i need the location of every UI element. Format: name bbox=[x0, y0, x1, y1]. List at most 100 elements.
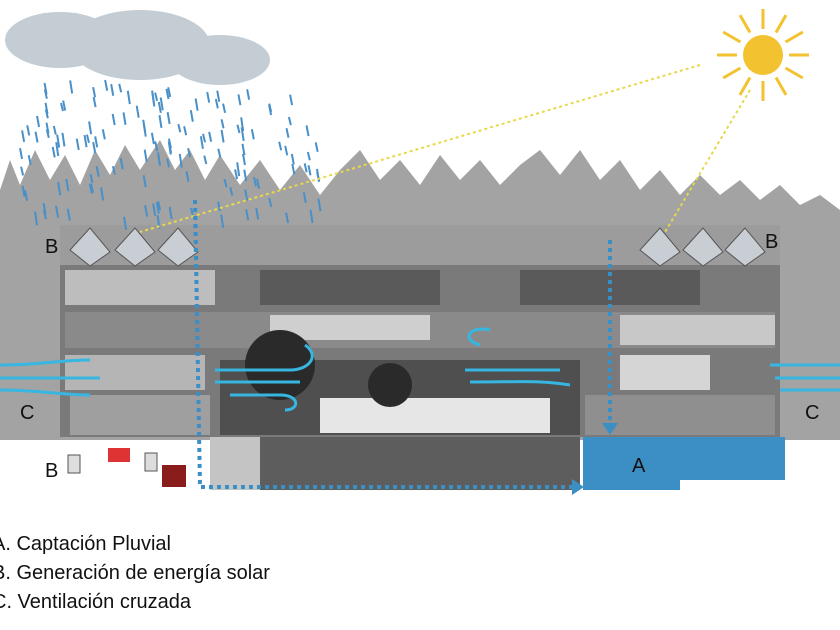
raindrop bbox=[190, 207, 195, 217]
raindrop bbox=[285, 128, 290, 138]
raindrop bbox=[157, 152, 162, 166]
raindrop bbox=[21, 130, 26, 143]
raindrop bbox=[52, 125, 57, 135]
raindrop bbox=[168, 141, 173, 154]
raindrop bbox=[34, 131, 39, 143]
raindrop bbox=[111, 113, 116, 126]
solar-equipment bbox=[67, 448, 186, 487]
label-b-solar-right: B bbox=[765, 231, 779, 253]
raindrop bbox=[206, 91, 211, 103]
rainwater-tank bbox=[583, 437, 785, 490]
raindrop bbox=[45, 129, 50, 139]
raindrop bbox=[94, 136, 99, 148]
raindrop bbox=[278, 141, 283, 151]
raindrop bbox=[20, 166, 25, 176]
raindrop bbox=[19, 148, 24, 160]
raindrop bbox=[55, 205, 60, 218]
rainwater-path-arrow bbox=[193, 199, 612, 489]
raindrop bbox=[241, 153, 246, 166]
raindrop bbox=[256, 178, 261, 189]
sun-ray bbox=[774, 14, 788, 34]
raindrop bbox=[178, 153, 183, 168]
raindrop bbox=[229, 186, 234, 196]
raindrop bbox=[183, 126, 188, 136]
raindrop bbox=[287, 116, 292, 126]
raindrop bbox=[118, 83, 123, 93]
raindrop bbox=[34, 211, 39, 226]
raindrop bbox=[268, 197, 273, 208]
raindrop bbox=[21, 185, 26, 197]
raindrop bbox=[142, 123, 147, 137]
raindrop bbox=[220, 129, 225, 143]
raindrop bbox=[166, 158, 171, 168]
raindrop bbox=[245, 209, 250, 221]
raindrop bbox=[110, 83, 115, 96]
label-b-solar-left: B bbox=[45, 236, 59, 258]
raindrop bbox=[60, 102, 64, 112]
raindrop bbox=[241, 143, 246, 156]
legend-item-a: A. Captación Pluvial bbox=[0, 533, 171, 555]
raindrop bbox=[236, 162, 241, 177]
cloud-icon bbox=[5, 10, 270, 85]
raindrop bbox=[157, 101, 162, 113]
raindrop bbox=[285, 212, 290, 224]
raindrop bbox=[83, 134, 88, 148]
raindrop bbox=[243, 169, 248, 182]
raindrop bbox=[189, 109, 194, 122]
raindrop bbox=[69, 80, 74, 94]
raindrop bbox=[177, 123, 182, 133]
raindrop bbox=[88, 183, 93, 194]
raindrop bbox=[51, 146, 56, 158]
legend-item-b: B. Generación de energía solar bbox=[0, 562, 270, 584]
sun-ray bbox=[722, 66, 742, 80]
raindrop bbox=[42, 209, 47, 220]
raindrop bbox=[123, 216, 128, 230]
raindrop bbox=[155, 201, 160, 214]
raindrop bbox=[24, 189, 29, 201]
raindrop bbox=[65, 178, 70, 192]
raindrop bbox=[89, 173, 94, 184]
raindrop bbox=[95, 165, 100, 177]
raindrop bbox=[309, 209, 314, 224]
raindrop bbox=[307, 165, 312, 176]
raindrop bbox=[85, 134, 90, 144]
raindrop bbox=[234, 169, 239, 180]
raindrop bbox=[217, 148, 222, 158]
raindrop bbox=[61, 132, 66, 147]
raindrop bbox=[75, 138, 80, 151]
raindrop bbox=[36, 115, 41, 128]
raindrop bbox=[62, 100, 67, 111]
raindrop bbox=[220, 119, 225, 129]
raindrop bbox=[43, 89, 48, 99]
raindrop bbox=[236, 124, 241, 134]
raindrop bbox=[306, 151, 311, 161]
raindrop bbox=[150, 132, 155, 145]
sun-icon bbox=[717, 9, 809, 101]
raindrop bbox=[305, 125, 310, 137]
legend: A. Captación Pluvial B. Generación de en… bbox=[0, 530, 270, 617]
raindrop bbox=[158, 115, 163, 129]
raindrop bbox=[289, 94, 294, 106]
label-a-tank: A bbox=[632, 455, 646, 477]
raindrop bbox=[268, 104, 273, 116]
raindrop bbox=[142, 175, 147, 188]
raindrop bbox=[92, 96, 97, 108]
raindrop bbox=[317, 198, 322, 212]
raindrop bbox=[255, 207, 260, 220]
raindrop bbox=[157, 200, 162, 211]
raindrop bbox=[55, 142, 60, 157]
raindrop bbox=[104, 79, 109, 91]
raindrop bbox=[101, 129, 106, 140]
raindrop bbox=[159, 97, 164, 111]
raindrop bbox=[57, 181, 62, 196]
raindrop bbox=[152, 203, 157, 217]
raindrop bbox=[165, 88, 170, 100]
sun-ray bbox=[784, 30, 804, 44]
raindrop bbox=[237, 94, 242, 106]
raindrop bbox=[244, 189, 249, 201]
raindrop bbox=[119, 157, 124, 170]
raindrop bbox=[223, 178, 228, 188]
raindrop bbox=[111, 165, 116, 175]
raindrop bbox=[88, 121, 93, 135]
